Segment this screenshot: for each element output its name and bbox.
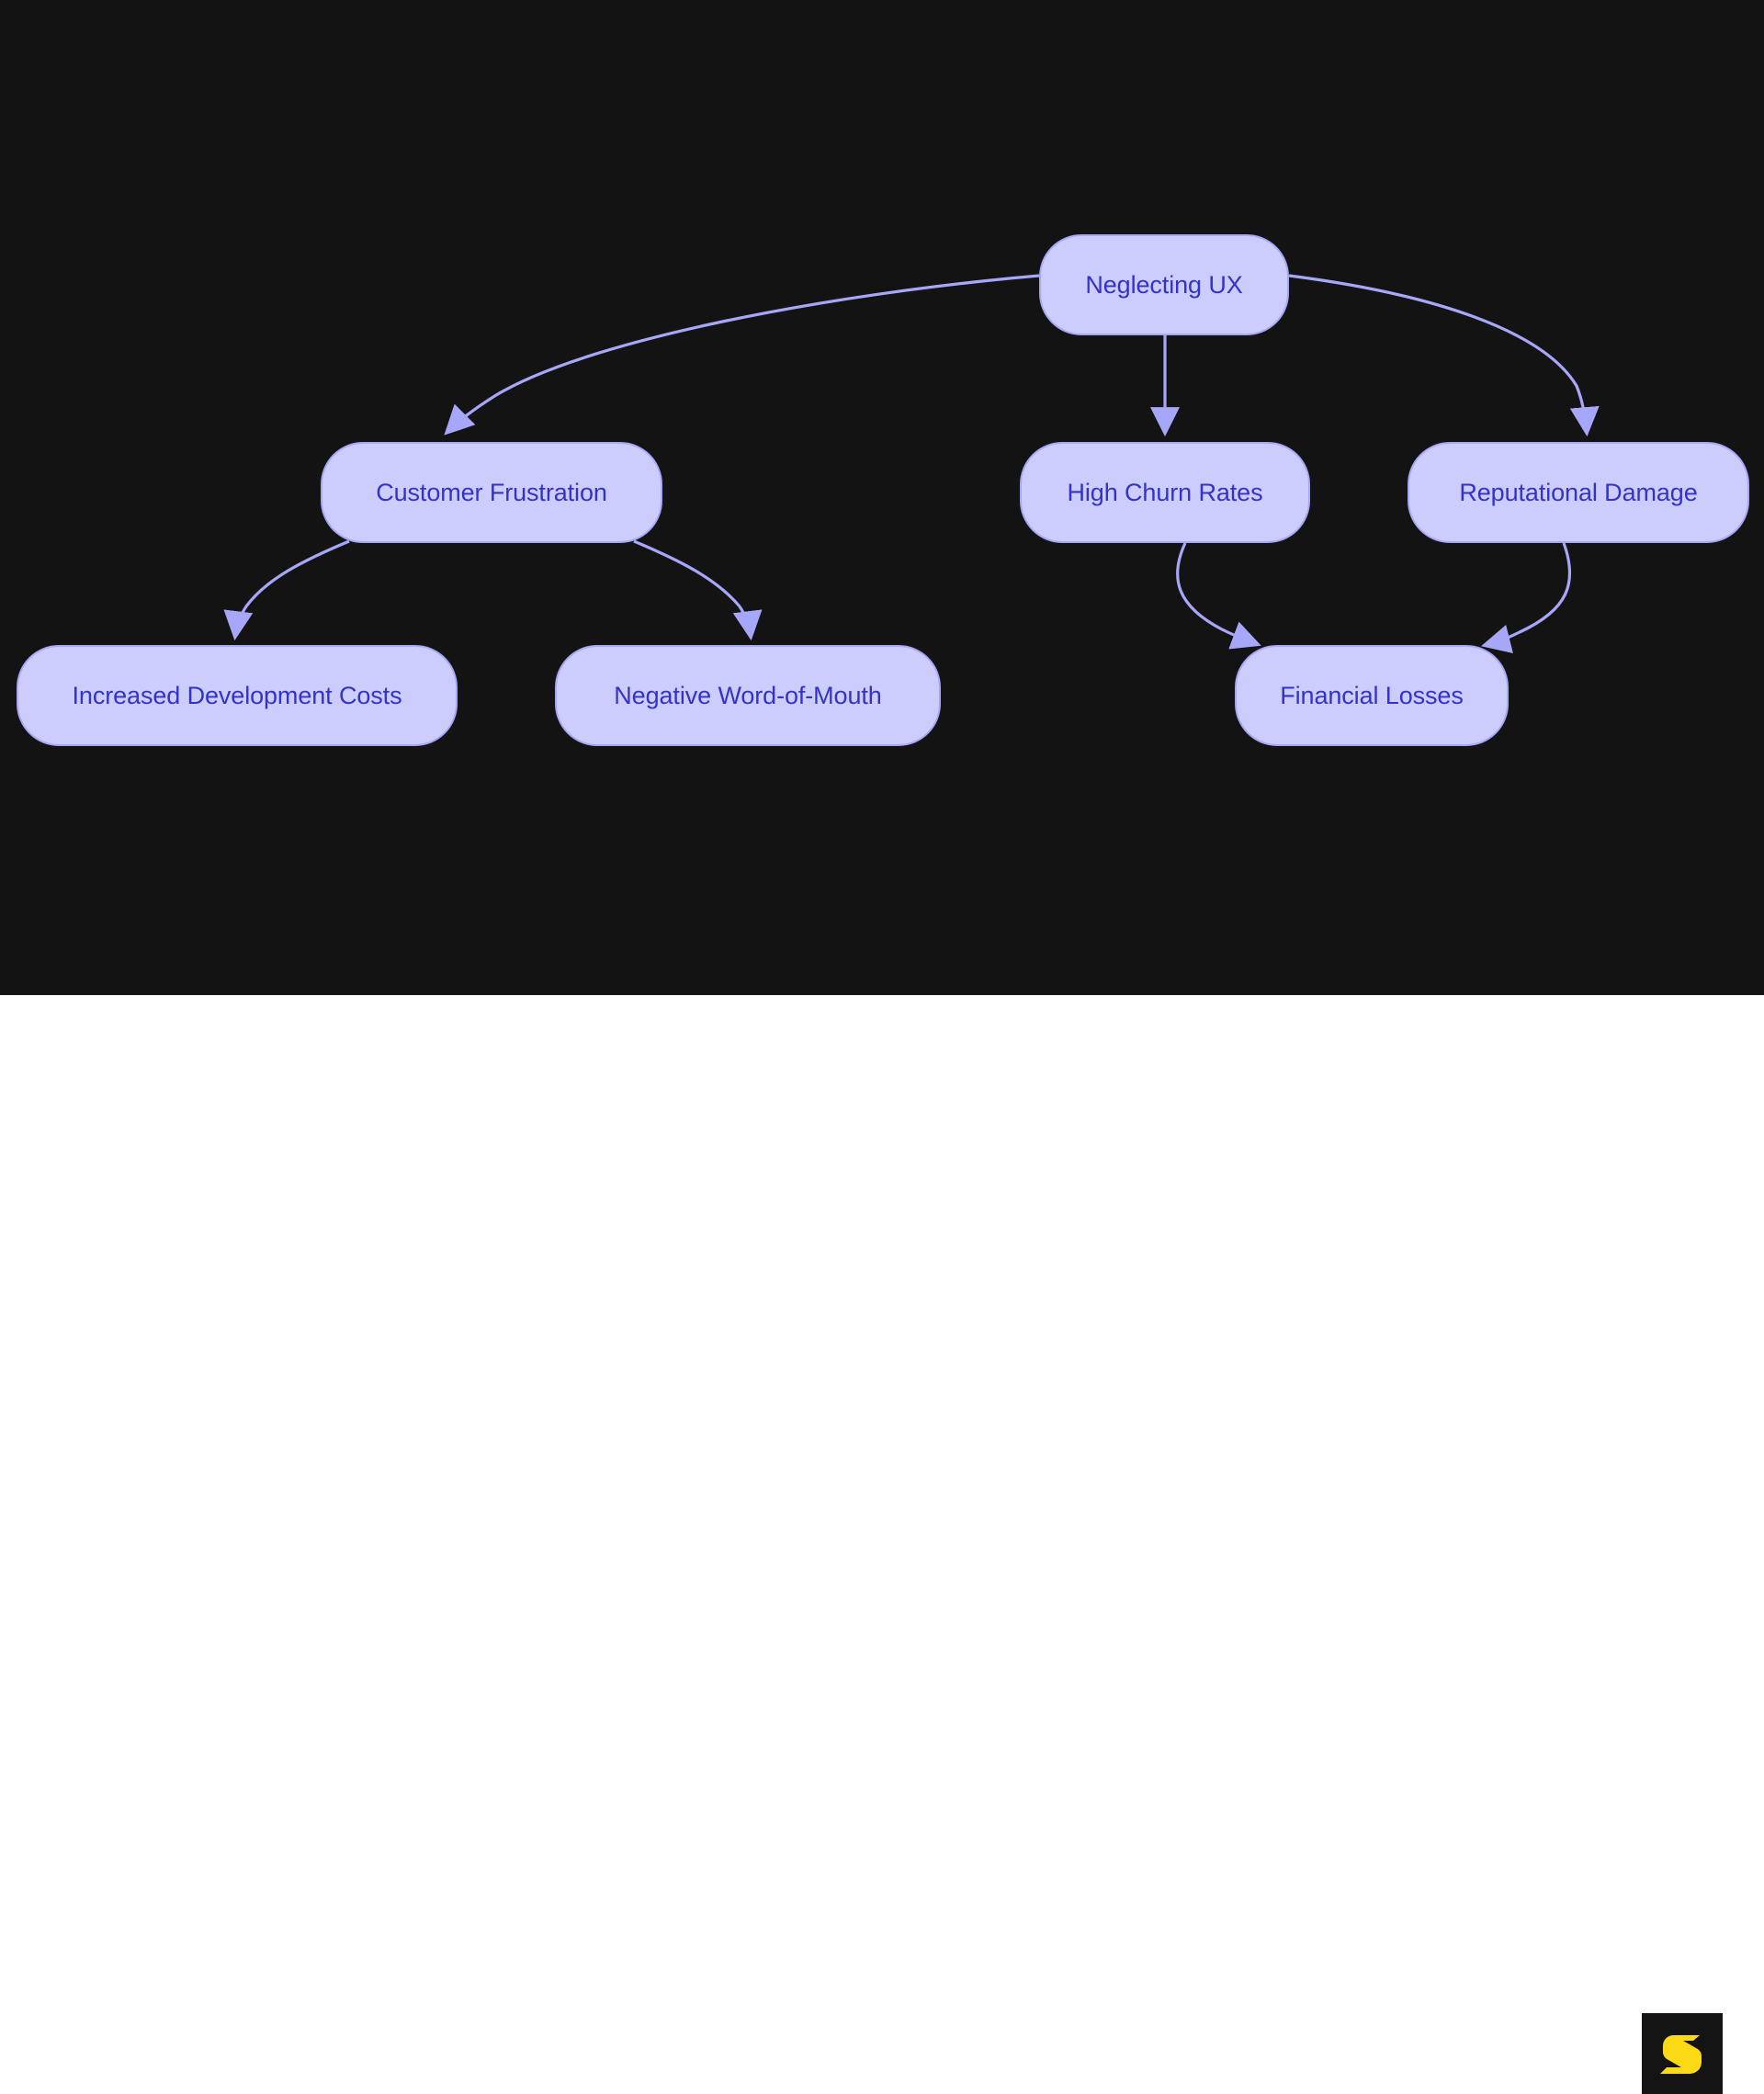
edge-root-to-reputational-damage bbox=[1288, 274, 1600, 437]
node-neglecting-ux[interactable]: Neglecting UX bbox=[1039, 234, 1289, 335]
edge-layer bbox=[223, 274, 1600, 654]
node-label: Reputational Damage bbox=[1459, 478, 1698, 506]
edge-high-churn-rates-to-financial-losses bbox=[1176, 542, 1261, 650]
node-reputational-damage[interactable]: Reputational Damage bbox=[1408, 442, 1749, 543]
edge-root-to-customer-frustration bbox=[444, 274, 1040, 436]
node-label: High Churn Rates bbox=[1067, 478, 1263, 506]
diagram-canvas: Neglecting UX Customer Frustration High … bbox=[0, 0, 1764, 995]
node-label: Neglecting UX bbox=[1085, 270, 1243, 299]
node-label: Financial Losses bbox=[1280, 681, 1464, 709]
footer-bar bbox=[0, 995, 1764, 2094]
node-financial-losses[interactable]: Financial Losses bbox=[1235, 645, 1509, 746]
node-label: Negative Word-of-Mouth bbox=[614, 681, 882, 709]
node-negative-word-of-mouth[interactable]: Negative Word-of-Mouth bbox=[555, 645, 941, 746]
node-high-churn-rates[interactable]: High Churn Rates bbox=[1020, 442, 1310, 543]
edge-customer-frustration-to-negative-word-of-mouth bbox=[633, 539, 763, 641]
edge-reputational-damage-to-financial-losses bbox=[1481, 542, 1572, 654]
node-increased-development-costs[interactable]: Increased Development Costs bbox=[17, 645, 458, 746]
node-customer-frustration[interactable]: Customer Frustration bbox=[321, 442, 662, 543]
node-label: Customer Frustration bbox=[376, 478, 607, 506]
s-logo-icon[interactable] bbox=[1642, 2013, 1723, 2094]
edge-customer-frustration-to-increased-development-costs bbox=[223, 539, 350, 641]
node-label: Increased Development Costs bbox=[72, 681, 402, 709]
